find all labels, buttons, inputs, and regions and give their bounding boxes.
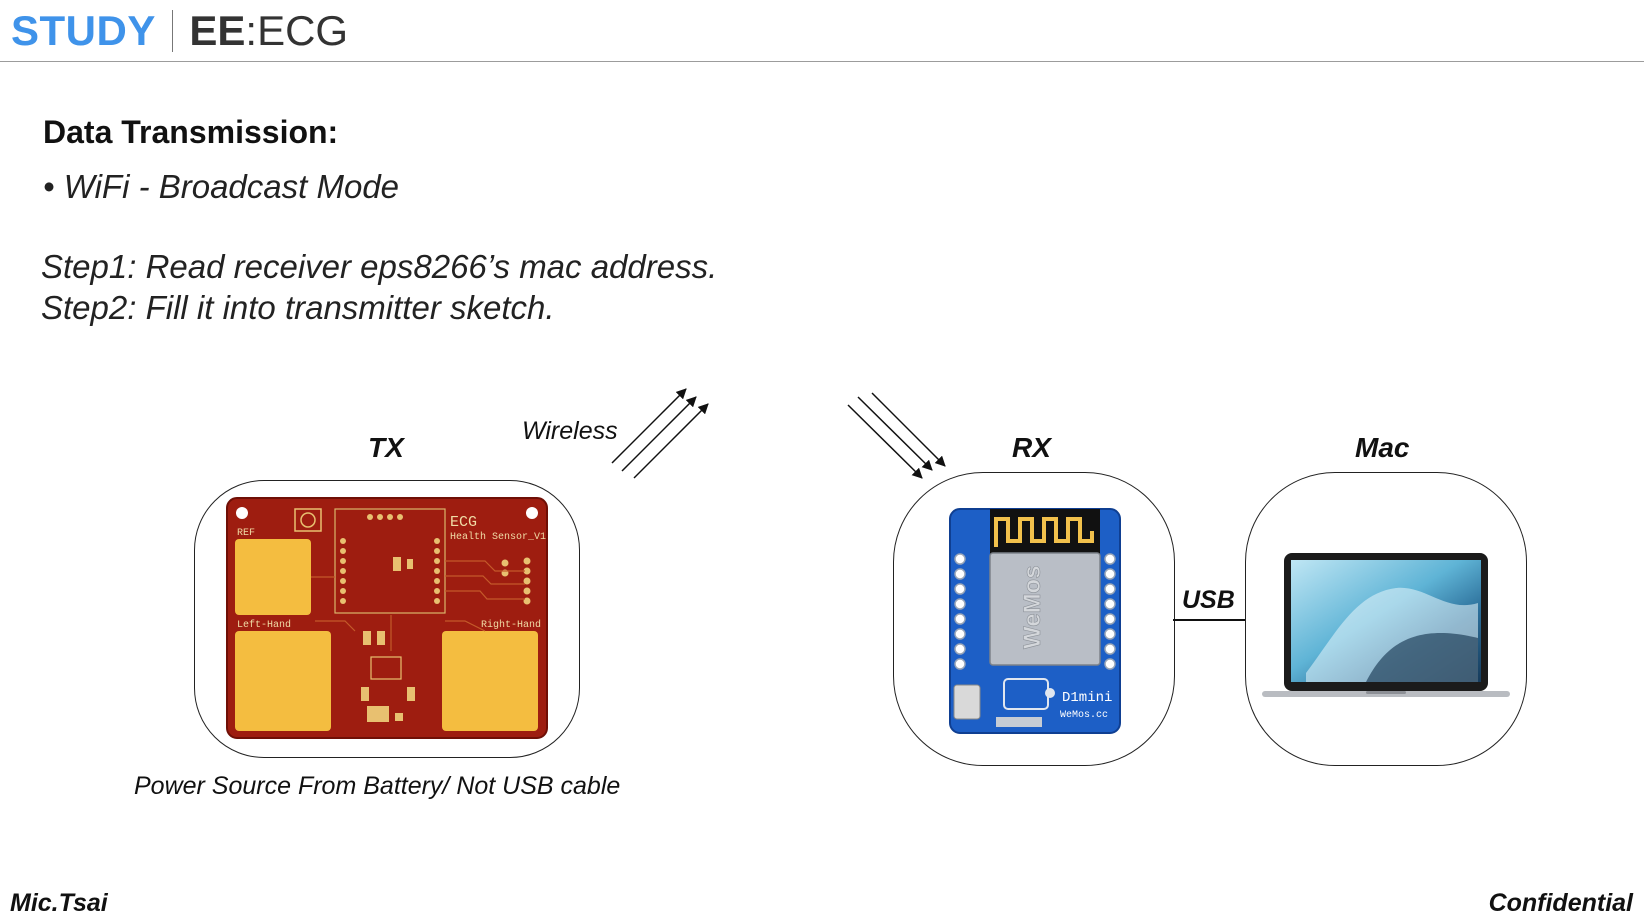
rx-device-frame: WeMos D1mini WeMos.cc	[893, 472, 1175, 766]
macbook-laptop	[1246, 473, 1526, 765]
tx-outgoing-arrows	[612, 389, 708, 478]
laptop-notch	[1366, 691, 1406, 694]
tx-device-frame: ECG Health Sensor_V1 REF Left-Hand Right…	[194, 480, 580, 758]
micro-usb-connector	[996, 717, 1042, 727]
esp8266-d1mini-board: WeMos D1mini WeMos.cc	[894, 473, 1174, 765]
pcb-ref-text: REF	[237, 528, 255, 539]
esp-brand-text: WeMos.cc	[1060, 710, 1108, 721]
mount-hole-icon	[526, 507, 538, 519]
pcb-right-hand-text: Right-Hand	[481, 619, 541, 631]
mac-device-frame	[1245, 472, 1527, 766]
mount-hole-icon	[236, 507, 248, 519]
esp-model-text: D1mini	[1062, 690, 1112, 706]
pcb-subtitle: Health Sensor_V1	[450, 531, 546, 543]
pcb-title: ECG	[450, 514, 477, 531]
usb-connection-line	[1173, 619, 1245, 621]
confidential-footer: Confidential	[1489, 889, 1633, 918]
esp-chip-brand: WeMos	[1019, 565, 1046, 649]
ecg-pcb-board: ECG Health Sensor_V1 REF Left-Hand Right…	[195, 481, 579, 757]
reset-button-icon	[954, 685, 980, 719]
rx-incoming-arrows	[848, 393, 945, 478]
pad-ref	[235, 539, 311, 615]
author-footer: Mic.Tsai	[10, 889, 108, 918]
pcb-left-hand-text: Left-Hand	[237, 619, 291, 631]
pad-left-hand	[235, 631, 331, 731]
power-caption: Power Source From Battery/ Not USB cable	[134, 772, 620, 801]
usb-label: USB	[1182, 586, 1235, 615]
pad-right-hand	[442, 631, 538, 731]
